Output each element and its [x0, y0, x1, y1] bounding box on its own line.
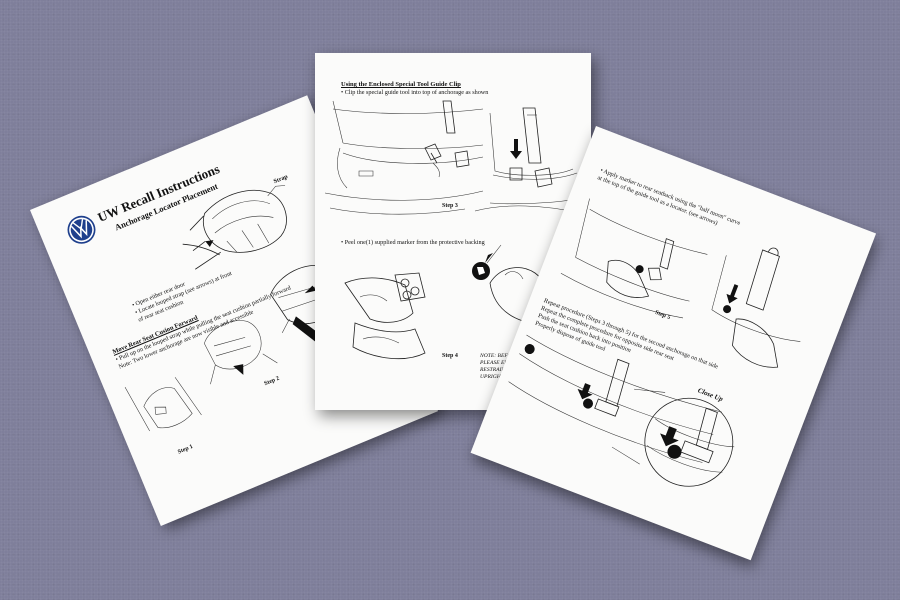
step-5-marker-applied-illustration	[711, 247, 801, 368]
step-4-label: Step 4	[442, 353, 458, 359]
child-seat-symbol-icon	[667, 444, 682, 459]
guide-clip-heading: Using the Enclosed Special Tool Guide Cl…	[341, 81, 461, 88]
peel-marker-bullet: • Peel one(1) supplied marker from the p…	[341, 239, 485, 246]
step-3-seat-illustration	[324, 100, 484, 201]
arrow-icon	[726, 284, 739, 304]
rear-seat-strap-illustration	[182, 185, 287, 270]
step-2-illustration	[204, 320, 278, 385]
step-4-hands-peeling-illustration	[344, 272, 426, 359]
step-1-illustration	[124, 377, 202, 432]
page-2-illustrations	[324, 100, 581, 359]
clip-guide-bullet: • Clip the special guide tool into top o…	[341, 89, 489, 96]
step-4-marker-hand-illustration	[472, 244, 566, 354]
vw-logo-icon	[67, 215, 96, 244]
page-3-illustrations	[508, 198, 801, 487]
step-3-label: Step 3	[442, 203, 458, 209]
step-5-seatback-illustration	[560, 198, 708, 319]
arrow-icon	[577, 383, 593, 400]
close-up-circle	[644, 397, 734, 487]
step-3-guide-clip-illustration	[489, 107, 578, 205]
arrow-icon	[510, 139, 522, 159]
arrow-icon	[486, 244, 502, 264]
instruction-page-3: • Apply marker to rear seatback using th…	[470, 126, 877, 561]
final-seat-closeup-illustration	[508, 334, 735, 487]
arrow-icon	[660, 426, 679, 447]
